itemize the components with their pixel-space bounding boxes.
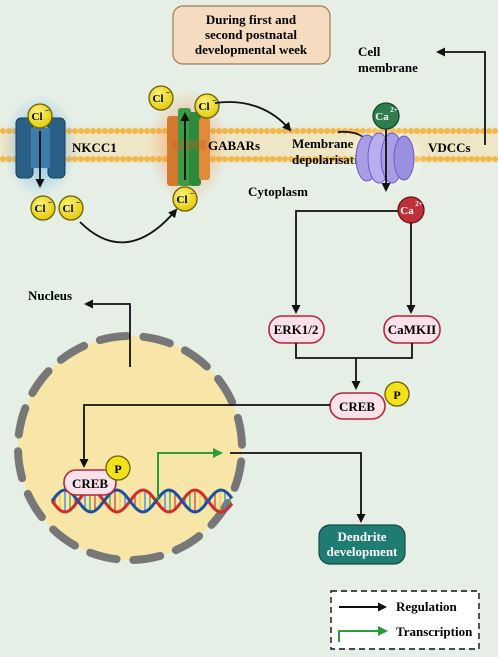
transcription-to-dendrite-arrow: [230, 452, 366, 523]
title-line-2: second postnatal: [205, 27, 297, 42]
cell-membrane-pointer-arrow: [436, 47, 486, 145]
svg-text:2+: 2+: [415, 200, 423, 208]
camkii-node: CaMKII: [383, 315, 441, 344]
chloride-efflux-to-depolarisation-arrow: [214, 101, 292, 132]
nkcc1-label: NKCC1: [72, 140, 117, 155]
chloride-ion-nkcc1-bottom-right: Cl−: [58, 195, 84, 221]
svg-text:Cl: Cl: [63, 203, 74, 215]
title-line-1: During first and: [206, 12, 297, 27]
calcium-to-erk-arrow: [291, 210, 398, 314]
creb-cytoplasm-node: CREB: [329, 392, 386, 420]
kinase-convergence-line: [295, 343, 413, 359]
svg-text:Cl: Cl: [35, 203, 46, 215]
legend-transcription-label: Transcription: [396, 624, 473, 639]
svg-text:−: −: [45, 106, 50, 115]
erk12-node: ERK1/2: [268, 315, 325, 344]
chloride-ion-nkcc1-bottom-left: Cl−: [30, 195, 56, 221]
svg-text:Cl: Cl: [32, 111, 43, 123]
svg-text:2+: 2+: [390, 106, 398, 114]
chloride-ion-gabar-top-left: Cl−: [148, 85, 174, 111]
transcription-arrow: [157, 448, 223, 500]
dendrite-label-1: Dendrite: [337, 529, 386, 544]
legend: Regulation Transcription: [330, 590, 480, 650]
svg-text:−: −: [166, 88, 171, 97]
legend-transcription-arrow: [338, 626, 388, 642]
chloride-accumulation-arrow: [79, 208, 178, 244]
nucleus: [14, 332, 246, 564]
title-line-3: developmental week: [195, 42, 308, 57]
creb-cytoplasm-label: CREB: [339, 399, 375, 414]
chloride-ion-gabar-bottom: Cl−: [172, 186, 198, 212]
svg-text:Ca: Ca: [375, 111, 389, 123]
creb-nucleus-label: CREB: [72, 476, 108, 491]
vdcc-channel: [343, 124, 427, 192]
svg-text:Ca: Ca: [400, 205, 414, 217]
creb-translocation-arrow: [79, 404, 330, 468]
svg-text:Cl: Cl: [199, 101, 210, 113]
svg-text:Cl: Cl: [153, 93, 164, 105]
erk12-label: ERK1/2: [274, 322, 319, 337]
dna-helix: [50, 488, 234, 514]
cell-membrane-label-1: Cell: [358, 44, 381, 59]
cytoplasm-label: Cytoplasm: [248, 184, 308, 199]
svg-text:−: −: [48, 198, 53, 207]
calcium-ion-channel: Ca 2+: [372, 102, 400, 130]
svg-text:P: P: [114, 462, 121, 476]
calcium-ion-cytoplasm: Ca 2+: [397, 196, 425, 224]
nucleus-pointer-arrow: [84, 299, 131, 367]
title-box: During first and second postnatal develo…: [172, 5, 331, 65]
dendrite-development-node: Dendrite development: [318, 524, 406, 565]
chloride-ion-gabar-top-right: Cl−: [194, 93, 220, 119]
svg-text:Cl: Cl: [177, 194, 188, 206]
svg-text:−: −: [212, 96, 217, 105]
phospho-badge-cytoplasm: P: [384, 381, 410, 407]
cell-membrane-label-2: membrane: [358, 60, 418, 75]
gabars-label: GABARs: [208, 138, 260, 153]
nucleus-label: Nucleus: [28, 288, 72, 303]
membrane-depolarisation-label-1: Membrane: [292, 136, 354, 151]
creb-nucleus-node: CREB: [63, 469, 117, 496]
dendrite-label-2: development: [327, 544, 398, 559]
svg-text:−: −: [190, 189, 195, 198]
legend-regulation-label: Regulation: [396, 599, 457, 614]
chloride-ion-nkcc1-top: Cl−: [27, 103, 53, 129]
svg-text:−: −: [76, 198, 81, 207]
svg-text:P: P: [393, 388, 400, 402]
phospho-badge-nucleus: P: [105, 455, 131, 481]
camkii-label: CaMKII: [388, 322, 436, 337]
vdccs-label: VDCCs: [428, 140, 471, 155]
